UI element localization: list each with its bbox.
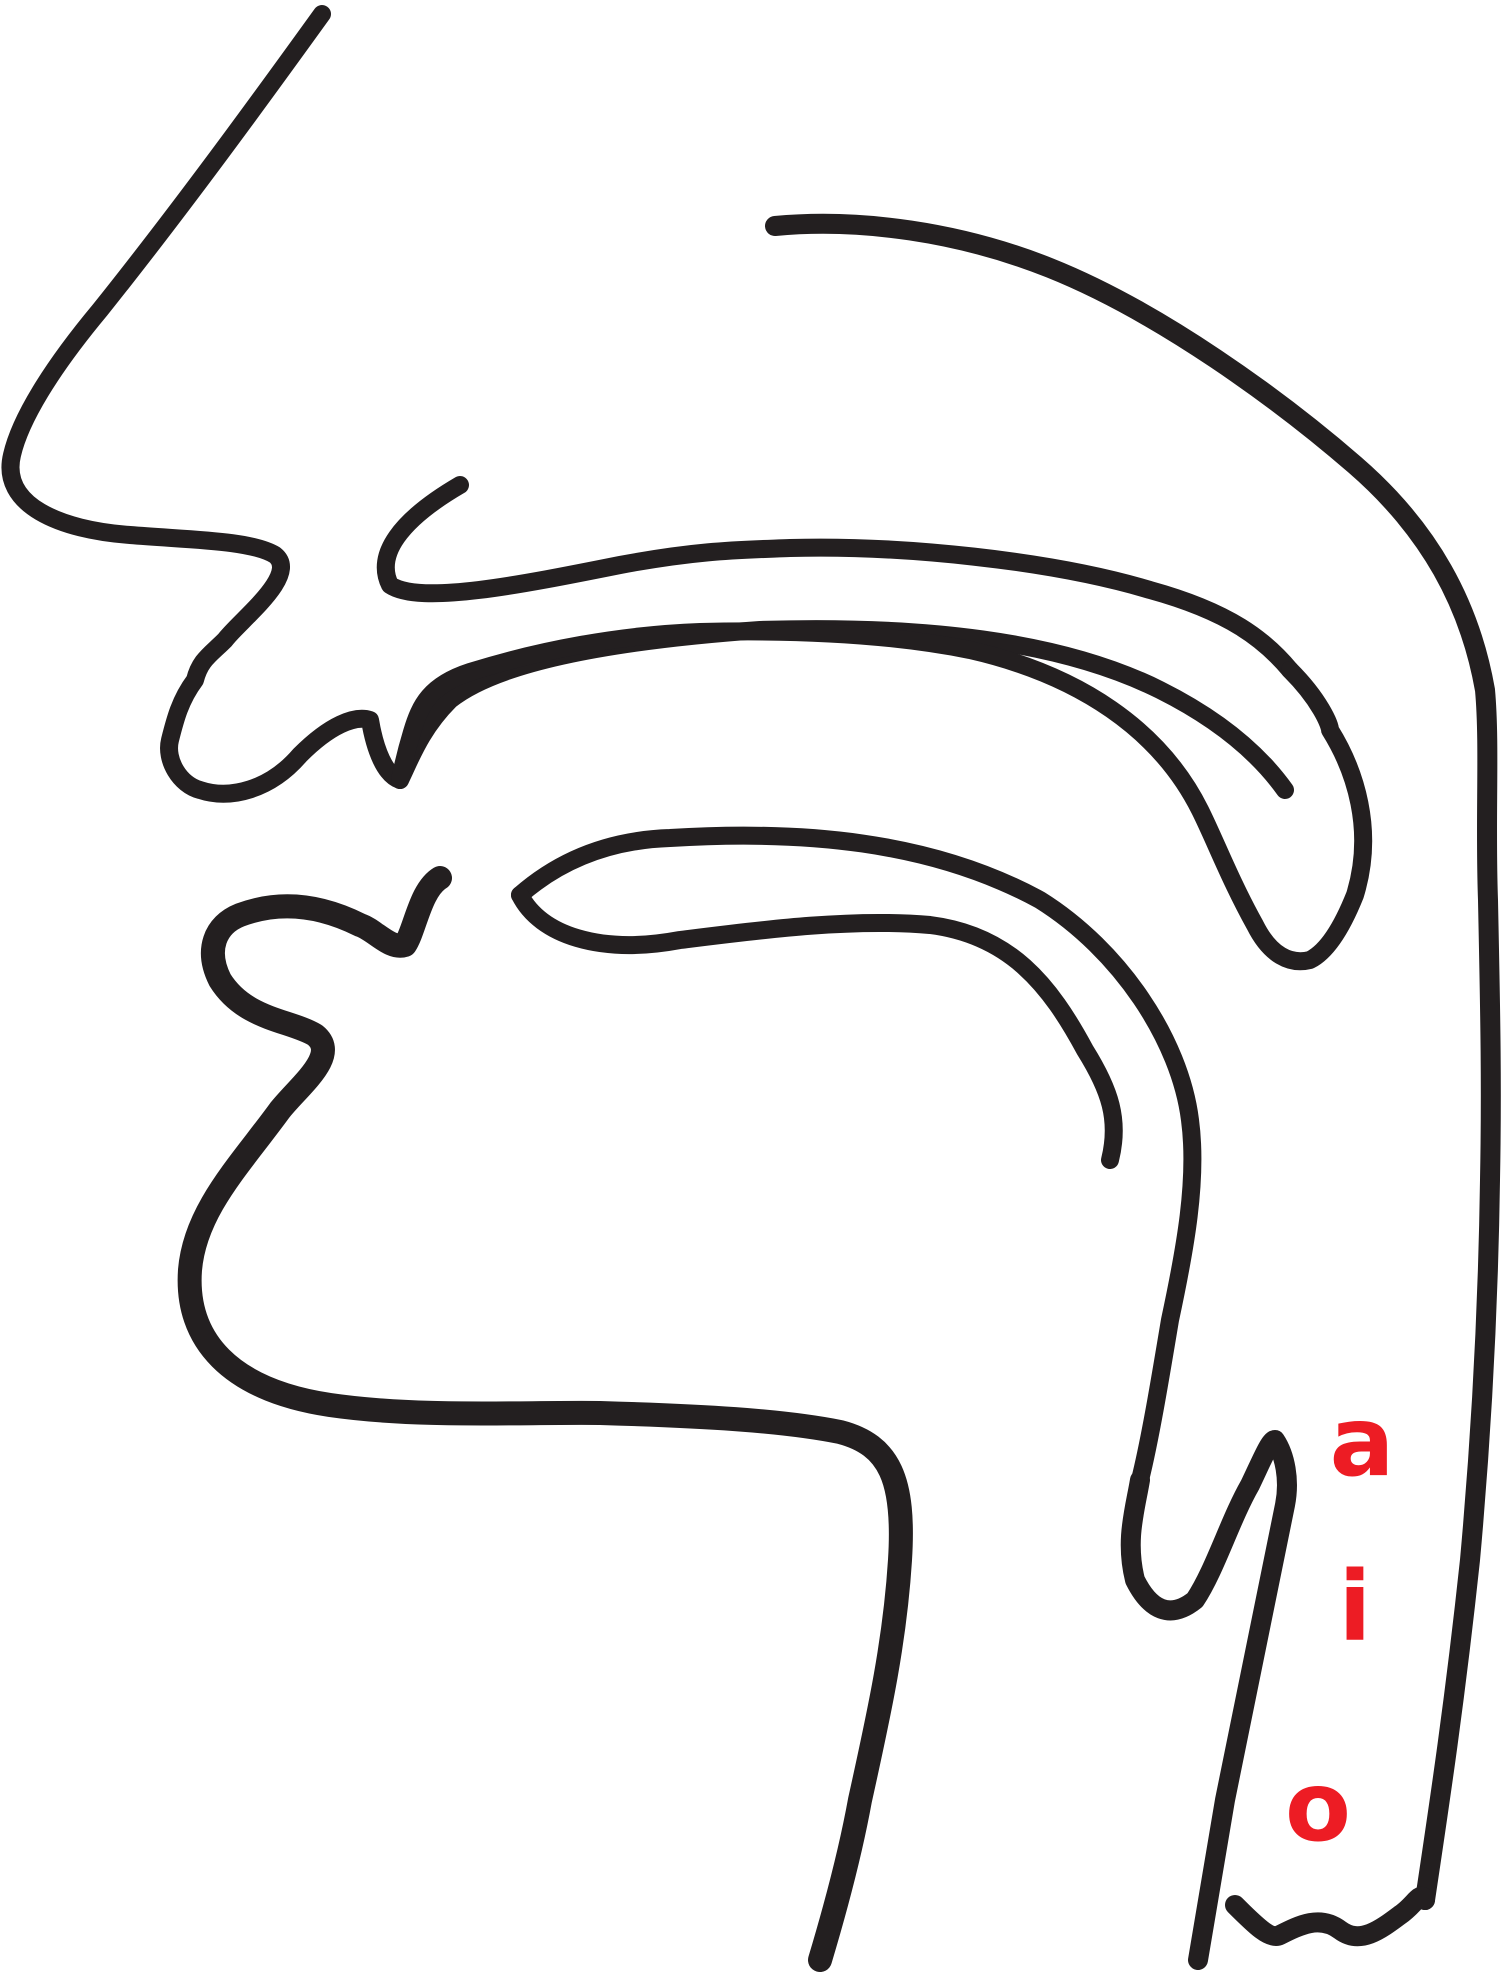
tongue-underside-outline bbox=[520, 895, 1114, 1160]
epiglottis-outline bbox=[1131, 1440, 1287, 1960]
larynx-base-outline bbox=[1235, 1897, 1425, 1937]
vowel-label-o: o bbox=[1285, 1751, 1351, 1863]
lower-lip-jaw-outline bbox=[190, 878, 901, 1960]
vowel-label-a: a bbox=[1330, 1386, 1395, 1498]
vowel-label-i: i bbox=[1339, 1551, 1372, 1663]
nose-upper-lip-outline bbox=[10, 14, 1285, 794]
